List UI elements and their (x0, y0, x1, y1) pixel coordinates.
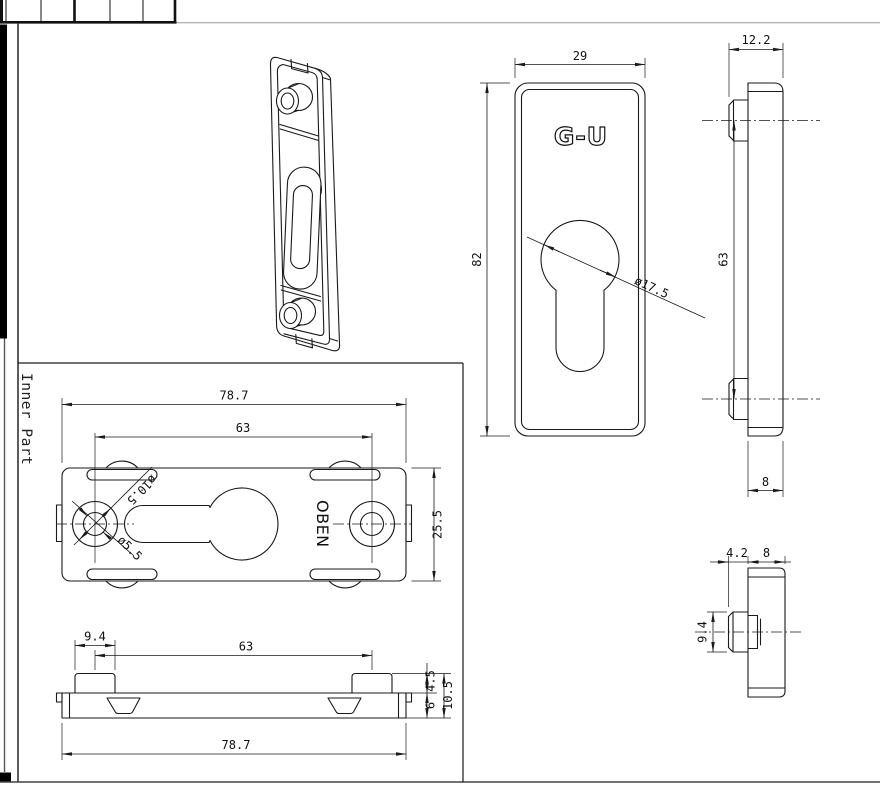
dim-side-plate-thickness: 8 (762, 475, 769, 489)
inner-elevation-view: 9.4 63 4.5 6 10.5 78.7 (55, 630, 455, 760)
dim-section-boss-protrusion: 4.2 (726, 546, 748, 560)
side-view: 12.2 63 8 (702, 33, 820, 497)
dim-elev-total-height: 10.5 (441, 681, 455, 710)
inner-part-label: Inner Part (18, 373, 34, 465)
dim-section-boss-width: 9.4 (696, 621, 710, 643)
title-block-fragment (0, 0, 880, 24)
inner-part-box: Inner Part (18, 362, 464, 782)
dim-elev-total-width: 78.7 (222, 738, 251, 752)
dim-elev-body-height: 6 (424, 702, 438, 709)
dim-plan-total-width: 78.7 (220, 389, 249, 403)
dim-front-width: 29 (573, 49, 587, 63)
dim-front-height: 82 (470, 252, 484, 266)
dim-elev-boss-width: 9.4 (84, 630, 106, 644)
dim-plan-height: 25.5 (431, 510, 445, 539)
dim-elev-boss-spacing: 63 (239, 640, 253, 654)
boss-section-view: 4.2 8 9.4 (695, 546, 802, 698)
dim-section-plate-thickness: 8 (763, 546, 770, 560)
dim-plan-hole-spacing: 63 (236, 421, 250, 435)
dim-side-boss-spacing: 63 (717, 252, 731, 266)
front-view: G-U 29 82 ø17.5 (470, 49, 706, 437)
gu-logo: G-U (554, 122, 608, 151)
dim-plan-hole-dia: ø5.5 (115, 533, 145, 563)
dim-side-thickness: 12.2 (742, 33, 771, 47)
inner-plan-view: OBEN 78.7 63 25.5 ø10.5 ø5.5 (55, 389, 445, 589)
sheet-border (0, 23, 880, 783)
oben-label: OBEN (313, 500, 332, 548)
isometric-view (269, 56, 341, 352)
dim-elev-boss-height: 4.5 (424, 670, 438, 692)
